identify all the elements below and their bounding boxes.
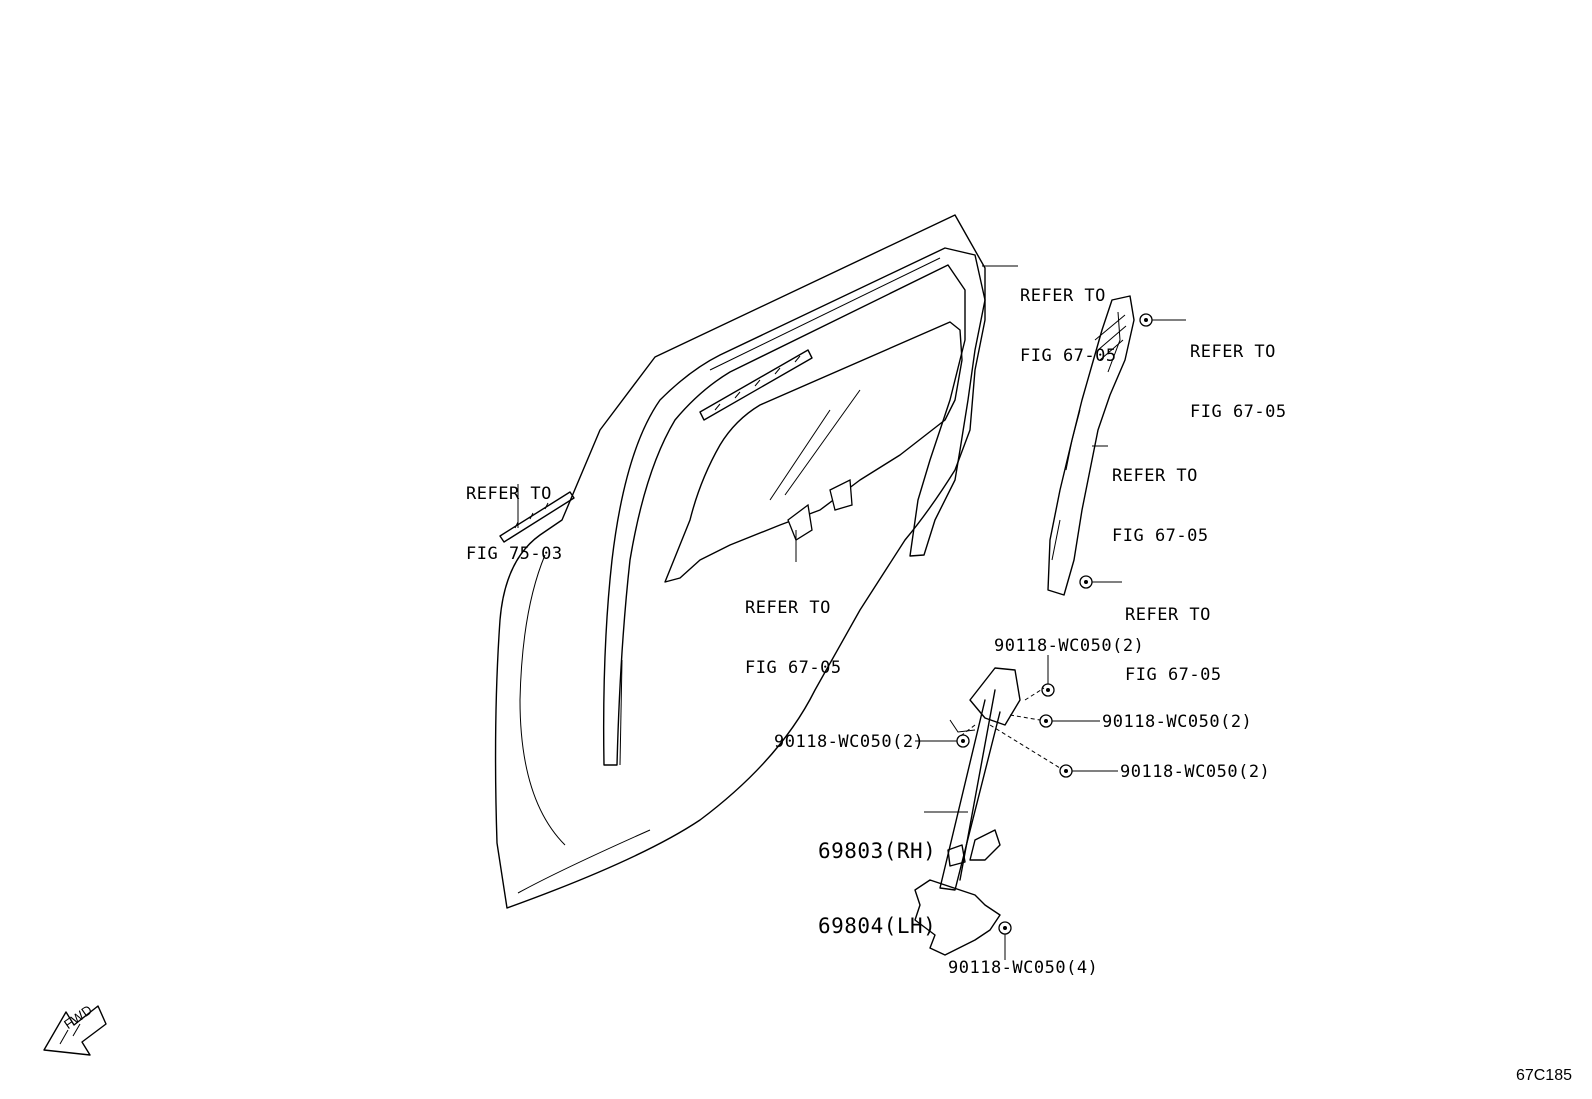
door-panel[interactable] xyxy=(494,214,986,909)
bolt[interactable] xyxy=(1139,313,1153,327)
bolt-label: 90118-WC050(4) xyxy=(948,958,1099,978)
bolt[interactable] xyxy=(1039,714,1053,728)
callout-refer-top-right: REFER TO FIG 67-05 xyxy=(1020,286,1117,366)
callout-refer-pillar-top: REFER TO FIG 67-05 xyxy=(1190,342,1287,422)
bolt[interactable] xyxy=(998,921,1012,935)
bolt[interactable] xyxy=(1079,575,1093,589)
bolt[interactable] xyxy=(1059,764,1073,778)
glass-bracket xyxy=(787,503,813,541)
pillar-garnish[interactable] xyxy=(1047,295,1135,596)
bolt-label: 90118-WC050(2) xyxy=(994,636,1145,656)
regulator-part-number: 69803(RH) 69804(LH) xyxy=(818,839,937,938)
bolt[interactable] xyxy=(956,734,970,748)
bolt-label: 90118-WC050(2) xyxy=(774,732,925,752)
callout-refer-pillar-bottom: REFER TO FIG 67-05 xyxy=(1125,605,1222,685)
outer-belt-moulding[interactable] xyxy=(499,491,575,543)
bolt[interactable] xyxy=(1041,683,1055,697)
bolt-label: 90118-WC050(2) xyxy=(1120,762,1271,782)
inner-belt-weatherstrip[interactable] xyxy=(699,349,813,421)
callout-refer-pillar-mid: REFER TO FIG 67-05 xyxy=(1112,466,1209,546)
door-glass[interactable] xyxy=(664,321,963,583)
glass-bracket xyxy=(829,478,853,511)
fwd-arrow-icon xyxy=(43,1005,107,1056)
callout-refer-belt: REFER TO FIG 75-03 xyxy=(466,484,563,564)
bolt-label: 90118-WC050(2) xyxy=(1102,712,1253,732)
figure-code: 67C185 xyxy=(1515,1067,1572,1084)
window-frame[interactable] xyxy=(602,247,986,766)
leader-lines xyxy=(517,265,1186,960)
callout-refer-glass: REFER TO FIG 67-05 xyxy=(745,598,842,678)
window-regulator[interactable] xyxy=(914,667,1021,956)
